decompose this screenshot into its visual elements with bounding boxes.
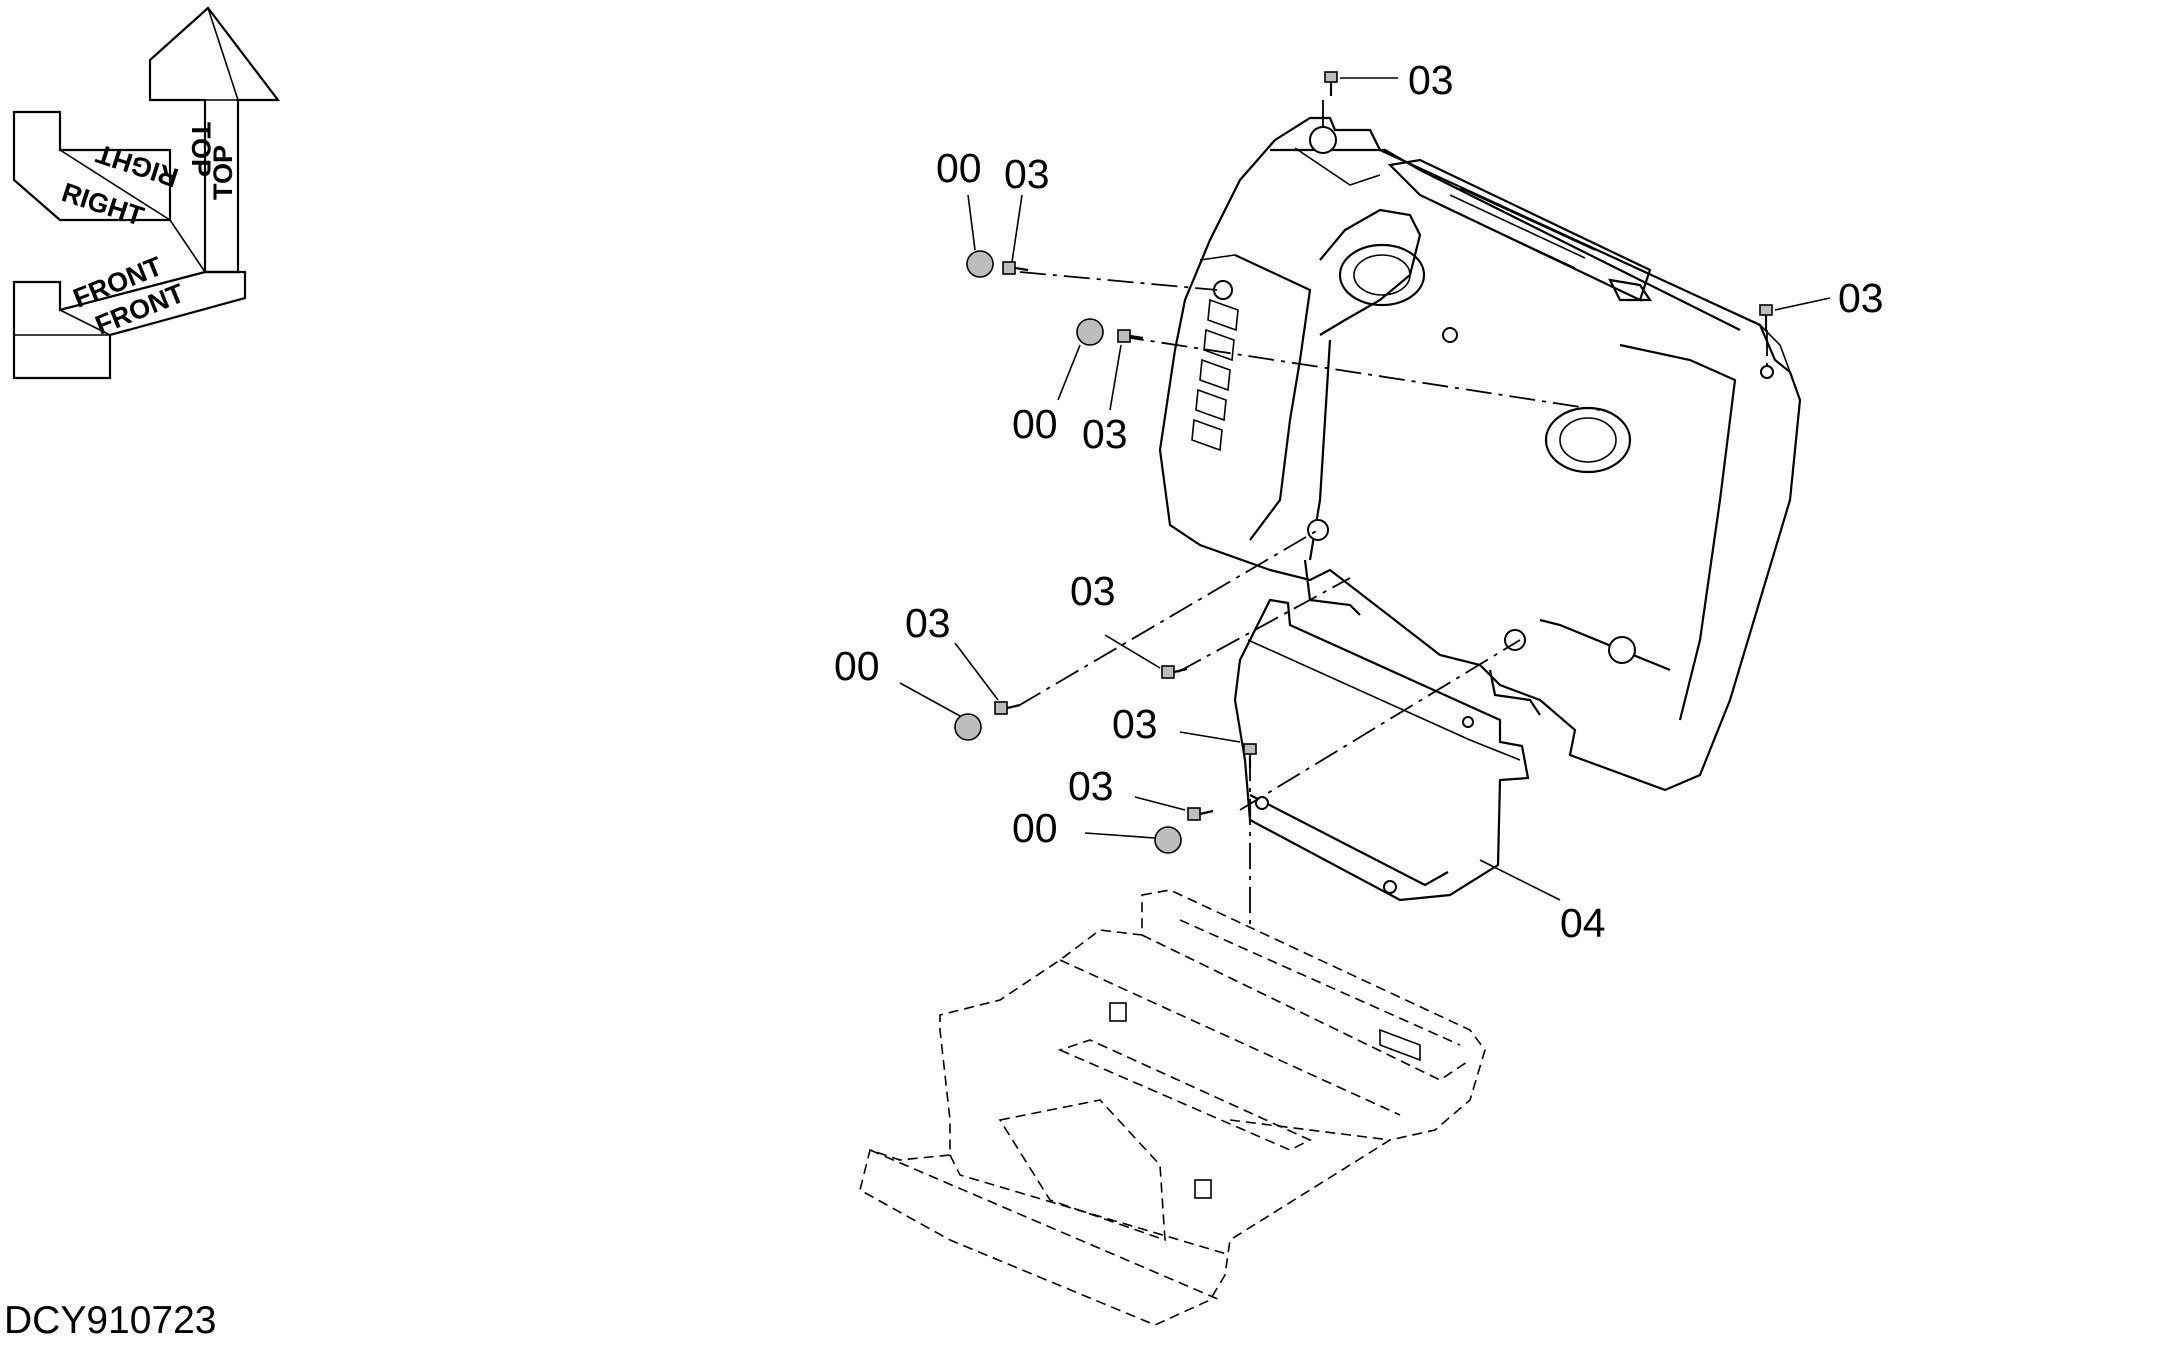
drawing-id: DCY910723	[4, 1299, 216, 1342]
rear-cover-panel	[1158, 116, 1802, 792]
top-grille	[1387, 158, 1653, 302]
callout-00: 00	[1012, 401, 1058, 447]
duct-left	[1338, 243, 1426, 307]
callout-03: 03	[1004, 151, 1050, 197]
top-label: TOP	[186, 122, 216, 177]
callout-00: 00	[936, 145, 982, 191]
plug-icon	[1154, 826, 1182, 854]
callout-03: 03	[1112, 701, 1158, 747]
callout-labels: 03 00 03 03 00 03 03 03 00 03 03 00 04	[834, 57, 1884, 946]
callout-04: 04	[1560, 900, 1606, 946]
callout-03: 03	[905, 600, 951, 646]
bolt-icon	[994, 701, 1021, 715]
callout-00: 00	[834, 643, 880, 689]
bolts-03	[994, 71, 1773, 821]
bracket-part-04	[1233, 598, 1530, 902]
bolt-icon	[1759, 304, 1773, 330]
leader-lines	[899, 77, 1831, 901]
right-label: RIGHT	[58, 177, 148, 232]
plug-icon	[966, 250, 994, 278]
assembly-centerlines	[1017, 100, 1768, 930]
plug-icon	[954, 713, 982, 741]
callout-03: 03	[1408, 57, 1454, 103]
caps-00	[954, 250, 1182, 854]
right-arrow	[12, 110, 172, 222]
front-arrow	[12, 270, 247, 380]
orientation-indicator: TOP TOP RIGHT RIGHT FRONT FRONT	[12, 6, 281, 380]
callout-03: 03	[1068, 763, 1114, 809]
floor-plate	[859, 889, 1486, 1326]
callout-00: 00	[1012, 805, 1058, 851]
callout-03: 03	[1070, 568, 1116, 614]
callout-03: 03	[1082, 411, 1128, 457]
bolt-icon	[1243, 743, 1257, 768]
callout-03: 03	[1838, 275, 1884, 321]
plug-icon	[1076, 318, 1104, 346]
left-vent-slots	[1191, 298, 1239, 452]
bolt-icon	[1002, 261, 1029, 275]
bolt-icon	[1117, 329, 1144, 343]
bolt-icon	[1187, 807, 1214, 821]
bolt-icon	[1161, 665, 1188, 679]
right-label-2: RIGHT	[92, 138, 182, 193]
bolt-icon	[1324, 71, 1338, 96]
top-label-2: TOP	[208, 145, 238, 200]
